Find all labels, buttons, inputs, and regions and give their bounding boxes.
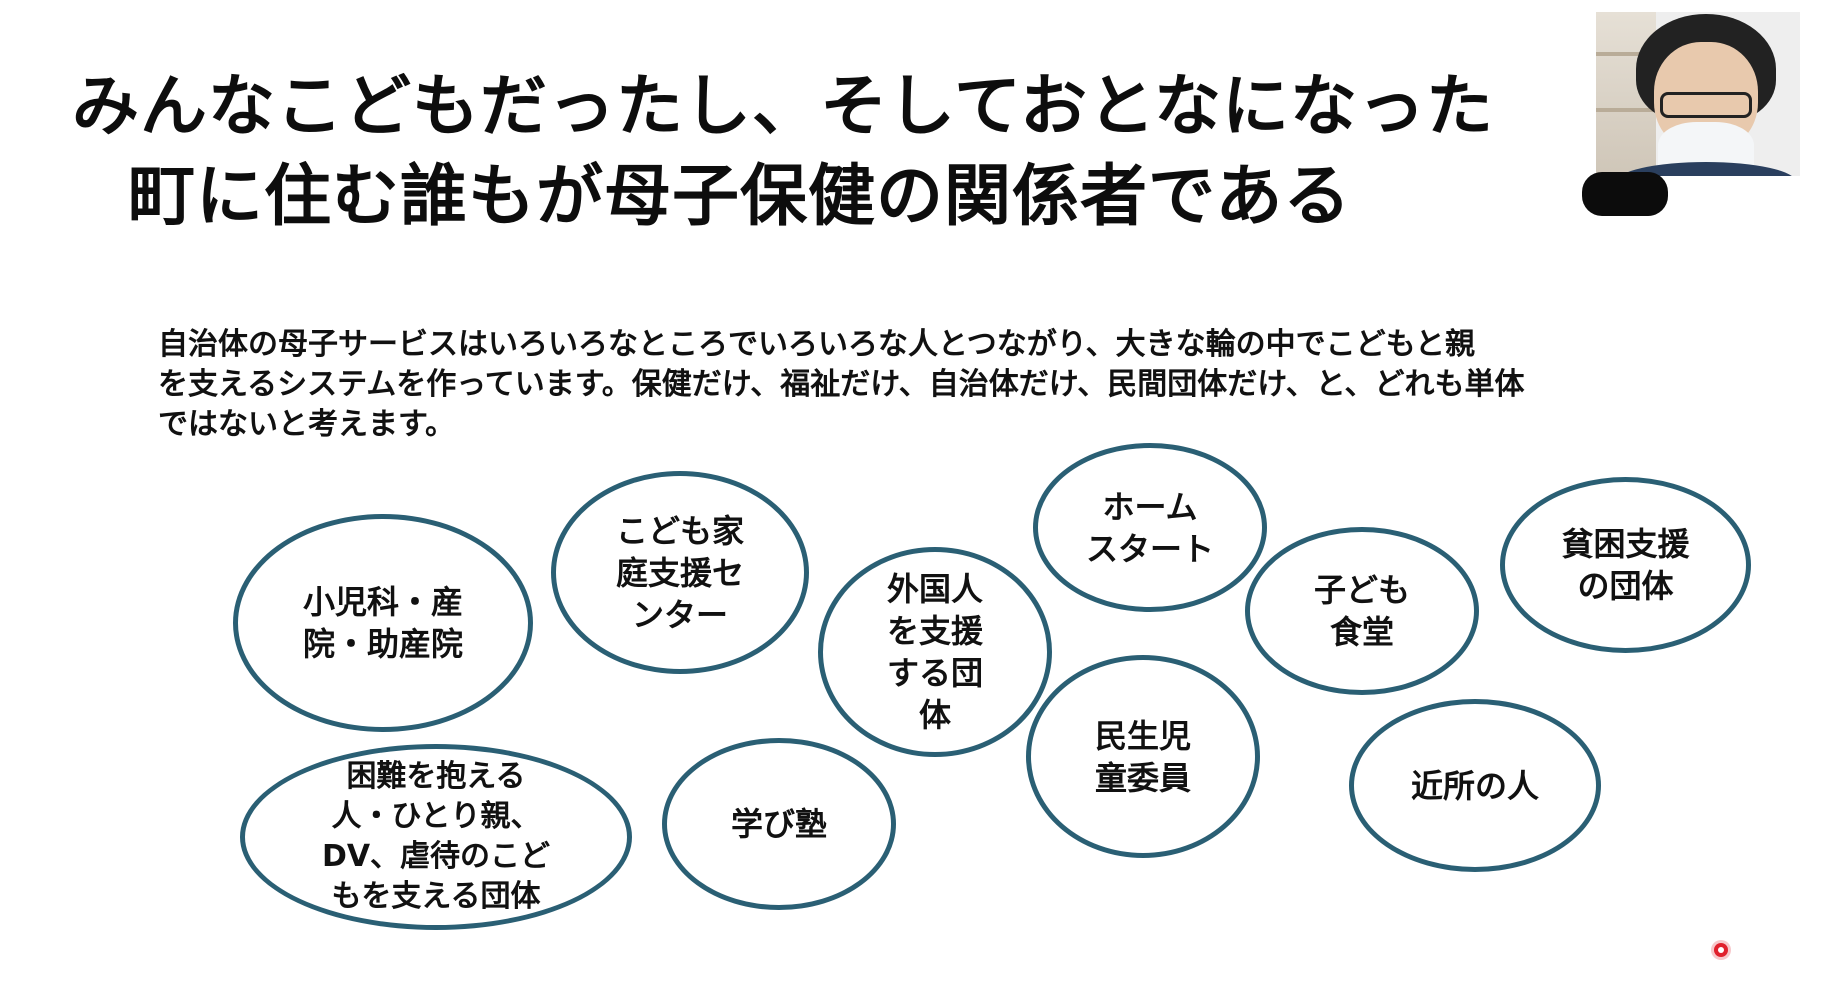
- body-line-2: を支えるシステムを作っています。保健だけ、福祉だけ、自治体だけ、民間団体だけ、と…: [158, 367, 1525, 402]
- body-line-1: 自治体の母子サービスはいろいろなところでいろいろな人とつながり、大きな輪の中でこ…: [158, 327, 1475, 362]
- body-line-3: ではないと考えます。: [158, 407, 455, 442]
- bubble-label: 貧困支援 の団体: [1561, 525, 1690, 605]
- bubble-childrens-cafeteria: 子ども 食堂: [1245, 527, 1479, 695]
- bubble-home-start: ホーム スタート: [1033, 443, 1267, 612]
- slide-title-line-2: 町に住む誰もが母子保健の関係者である: [128, 157, 1352, 235]
- bubble-welfare-commissioner: 民生児 童委員: [1026, 655, 1260, 858]
- bubble-hardship-support-group: 困難を抱える 人・ひとり親、 DV、虐待のこど もを支える団体: [240, 744, 632, 930]
- bubble-label: 民生児 童委員: [1094, 716, 1191, 797]
- bubble-label: ホーム スタート: [1085, 487, 1214, 568]
- bubble-label: 外国人 を支援 する団 体: [886, 570, 983, 734]
- bubble-label: こども家 庭支援セ ンター: [615, 511, 744, 634]
- slide-title-line-1: みんなこどもだったし、そしておとなになった: [72, 67, 1494, 145]
- bubble-label: 学び塾: [730, 805, 827, 843]
- bubble-label: 困難を抱える 人・ひとり親、 DV、虐待のこど もを支える団体: [321, 759, 551, 914]
- laser-pointer-icon: [1714, 943, 1728, 957]
- bubble-child-family-support-center: こども家 庭支援セ ンター: [551, 471, 809, 674]
- presenter-webcam-thumbnail: [1596, 12, 1800, 176]
- slide-body-text: 自治体の母子サービスはいろいろなところでいろいろな人とつながり、大きな輪の中でこ…: [158, 325, 1658, 445]
- bubble-label: 近所の人: [1410, 766, 1539, 805]
- bubble-label: 子ども 食堂: [1313, 571, 1410, 651]
- bubble-pediatrics: 小児科・産 院・助産院: [233, 514, 533, 732]
- bubble-label: 小児科・産 院・助産院: [302, 583, 463, 663]
- bubble-foreigner-support-group: 外国人 を支援 する団 体: [818, 547, 1052, 757]
- bubble-learning-school: 学び塾: [662, 738, 896, 910]
- bubble-neighbors: 近所の人: [1349, 699, 1601, 872]
- bubble-poverty-support-group: 貧困支援 の団体: [1500, 477, 1751, 653]
- redacted-name-label: [1582, 172, 1668, 216]
